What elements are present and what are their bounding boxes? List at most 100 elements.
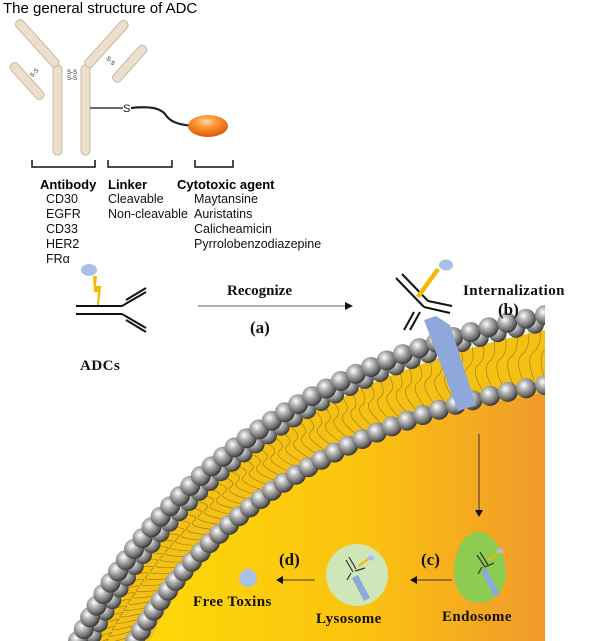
antibody-item: EGFR xyxy=(46,207,81,221)
recognize-label: Recognize xyxy=(227,283,292,299)
antibody-item: HER2 xyxy=(46,237,80,251)
lipid-tail xyxy=(128,572,174,580)
inner-leaflet xyxy=(125,375,545,641)
phospholipid-head xyxy=(376,350,397,371)
lysosome-icon xyxy=(326,544,388,606)
step-c-tag: (c) xyxy=(421,550,440,569)
lipid-tail xyxy=(204,487,240,511)
adc-icon xyxy=(76,287,147,333)
lipid-tail xyxy=(89,628,139,641)
free-toxin-icon xyxy=(239,569,257,587)
arrow-d xyxy=(276,576,315,584)
lipid-tail xyxy=(118,585,165,593)
lipid-tail xyxy=(224,469,258,496)
lipid-tail xyxy=(414,359,427,409)
cytotoxic-agent-item: Calicheamicin xyxy=(194,222,272,236)
lipid-tail xyxy=(246,451,278,482)
phospholipid-head xyxy=(392,344,413,365)
phospholipid-head xyxy=(429,399,449,420)
phospholipid-head xyxy=(535,305,545,325)
lipid-tail xyxy=(311,408,335,448)
phospholipid-head xyxy=(545,312,563,330)
endosome-icon xyxy=(454,532,506,603)
lipid-tail xyxy=(475,338,485,392)
internalization-arrow xyxy=(475,434,483,517)
recognize-arrow xyxy=(198,302,353,310)
antibody-structure-icon xyxy=(9,19,148,156)
lipid-tail xyxy=(143,552,187,563)
cytotoxic-agent-header: Cytotoxic agent xyxy=(177,177,275,192)
linker-item: Cleavable xyxy=(108,192,164,206)
lipid-tail xyxy=(262,440,291,473)
step-b-tag: (b) xyxy=(498,300,519,319)
lipid-tail xyxy=(133,565,178,574)
diagram-title: The general structure of ADC xyxy=(3,0,198,17)
phospholipid-head xyxy=(409,338,430,359)
lipid-tail xyxy=(395,367,409,415)
cytotoxic-agent-item: Maytansine xyxy=(194,192,258,206)
phospholipid-head xyxy=(460,322,481,342)
lipid-tail xyxy=(496,333,507,388)
lipid-tail xyxy=(348,389,366,432)
lipid-tail xyxy=(357,384,375,429)
antibody-column: Antibody CD30 EGFR CD33 HER2 FRα xyxy=(40,177,96,267)
svg-text:S-S: S-S xyxy=(29,68,40,79)
antibody-item: CD30 xyxy=(46,192,78,206)
phospholipid-head xyxy=(515,308,536,329)
lipid-tail xyxy=(386,371,400,418)
lipid-tail xyxy=(303,413,327,452)
phospholipid-head xyxy=(381,416,402,437)
structure-brackets xyxy=(31,160,234,168)
lipid-tail xyxy=(405,363,418,412)
phospholipid-head xyxy=(535,375,545,395)
lipid-tail xyxy=(367,380,383,425)
svg-text:S-S: S-S xyxy=(67,76,77,82)
lysosome-label: Lysosome xyxy=(316,611,382,627)
bound-adc-icon xyxy=(395,273,453,331)
lipid-tail xyxy=(160,533,202,546)
lipid-tail xyxy=(507,330,518,385)
cytotoxic-payload-icon xyxy=(188,115,228,137)
lipid-tail xyxy=(149,546,192,557)
linker-column: Linker Cleavable Non-cleavable xyxy=(108,177,188,222)
phospholipid-head xyxy=(397,410,418,431)
cytotoxic-agent-item: Pyrrolobenzodiazepine xyxy=(194,237,322,251)
lipid-tails xyxy=(89,325,545,641)
phospholipid-head xyxy=(412,405,433,425)
lipid-tail xyxy=(105,605,153,613)
lipid-tail xyxy=(540,349,545,380)
phospholipid-head xyxy=(480,385,501,406)
cytotoxic-agent-item: Auristatins xyxy=(194,207,253,221)
phospholipid-head xyxy=(497,381,518,402)
phospholipid-head xyxy=(516,378,537,399)
svg-text:S-S: S-S xyxy=(67,70,77,76)
lipid-tail xyxy=(101,611,149,620)
disulfide-bonds: S-S S-S S-S S-S xyxy=(29,56,115,82)
lipid-tail xyxy=(217,475,252,501)
internalization-label: Internalization xyxy=(463,283,565,299)
lipid-tail xyxy=(197,494,234,516)
lipid-tail xyxy=(270,434,298,469)
free-toxins-label: Free Toxins xyxy=(193,594,272,610)
lipid-tail xyxy=(338,393,358,436)
svg-text:S-S: S-S xyxy=(104,56,115,67)
endosome-label: Endosome xyxy=(442,609,512,625)
lipid-tail xyxy=(138,559,182,569)
lipid-tail xyxy=(320,403,342,444)
phospholipid-head xyxy=(345,363,366,384)
lipid-tail xyxy=(178,513,217,531)
antibody-header: Antibody xyxy=(40,177,97,192)
receptor-icon xyxy=(424,316,476,411)
bound-toxin-icon xyxy=(439,259,453,271)
linker-item: Non-cleavable xyxy=(108,207,188,221)
phospholipid-head xyxy=(497,312,518,333)
phospholipid-head xyxy=(478,317,499,338)
lipid-tail xyxy=(529,325,542,381)
lipid-tail xyxy=(93,623,142,635)
cytotoxic-agent-column: Cytotoxic agent Maytansine Auristatins C… xyxy=(177,177,321,252)
lipid-tail xyxy=(166,526,207,541)
step-d-tag: (d) xyxy=(279,550,300,569)
lipid-tail xyxy=(329,398,350,440)
toxin-icon xyxy=(81,264,97,276)
